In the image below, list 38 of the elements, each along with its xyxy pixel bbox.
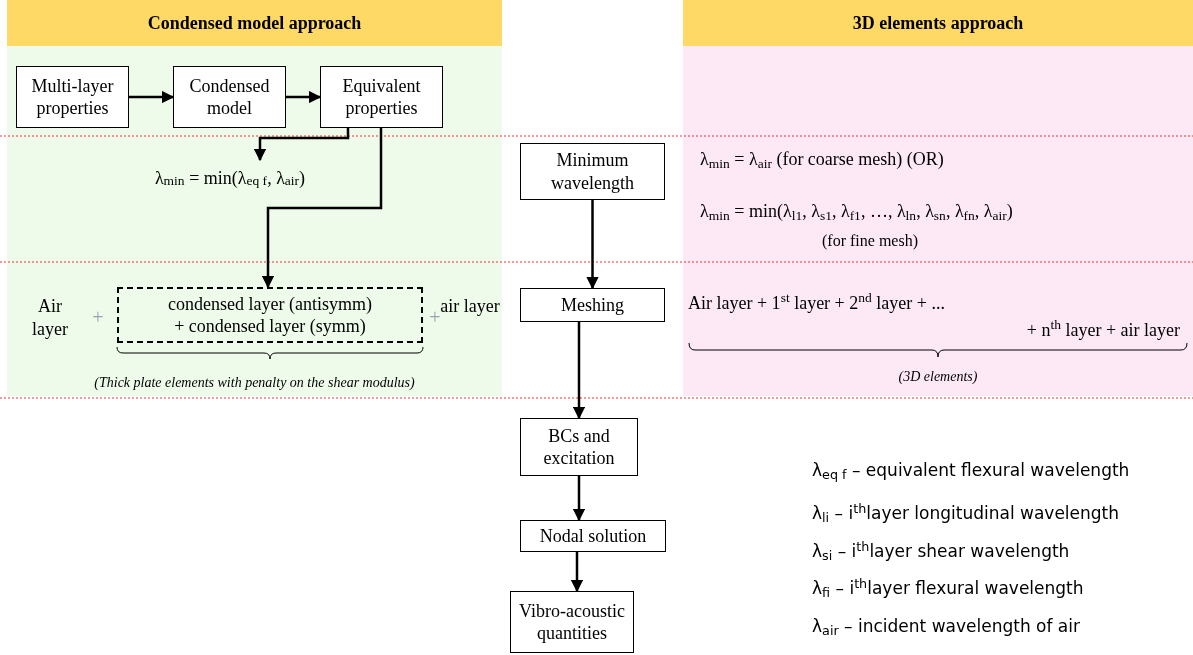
- process-box: Equivalent properties: [320, 66, 443, 128]
- arrow: [570, 552, 584, 593]
- process-box: Meshing: [520, 288, 665, 322]
- process-box: BCs and excitation: [520, 418, 638, 476]
- note-text: λ$_{fi}$ – i$^{th}$layer flexural wavelength: [812, 578, 1085, 600]
- note-text: λ$_{min}$ = λ$_{air}$ (for coarse mesh) (OR): [700, 148, 945, 171]
- dashed-group-box: [117, 287, 423, 343]
- process-box: Nodal solution: [520, 520, 666, 552]
- process-box: Condensed model: [173, 66, 286, 128]
- note-text: λ$_{air}$ – incident wavelength of air: [812, 616, 1081, 638]
- header-band: 3D elements approach: [683, 0, 1193, 46]
- arrow: [586, 200, 599, 290]
- note-text: (3D elements): [897, 368, 979, 386]
- layer-text: + condensed layer (symm): [174, 315, 366, 338]
- note-text: λ$_{si}$ – i$^{th}$layer shear wavelength: [812, 541, 1071, 563]
- note-text: (for fine mesh): [821, 231, 919, 251]
- note-text: + n$^{th}$ layer + air layer: [1025, 319, 1181, 342]
- layer-text: condensed layer (antisymm): [168, 292, 372, 315]
- note-text: Air layer + 1$^{st}$ layer + 2$^{nd}$ layer + ...: [688, 292, 946, 315]
- arrow: [261, 128, 383, 289]
- note-text: λ$_{min}$ = min(λ$_{l1}$, λ$_{s1}$, λ$_{f1}$, …, λ$_{ln}$, λ$_{sn}$, λ$_{fn}$, λ$_{air}$): [700, 200, 1014, 223]
- arrow: [572, 322, 586, 420]
- arrow: [286, 90, 322, 104]
- header-band: Condensed model approach: [7, 0, 502, 46]
- process-box: Minimum wavelength: [520, 143, 665, 200]
- note-text: air layer: [440, 295, 500, 316]
- note-text: +: [91, 305, 105, 330]
- formula: λ$_{min}$ = min(λ$_{eq f}$, λ$_{air}$): [110, 160, 350, 196]
- arrow: [572, 476, 586, 522]
- process-box: Multi-layer properties: [16, 66, 129, 128]
- note-text: λ$_{li}$ – i$^{th}$layer longitudinal wavelength: [812, 503, 1121, 525]
- note-text: λ$_{eq f}$ – equivalent flexural wavelength: [812, 460, 1131, 482]
- note-text: (Thick plate elements with penalty on the shear modulus): [93, 374, 416, 392]
- process-box: Vibro-acoustic quantities: [510, 591, 634, 653]
- note-text: +: [428, 306, 442, 330]
- arrow: [253, 128, 350, 162]
- note-text: Air layer: [31, 295, 69, 340]
- arrow: [129, 90, 175, 104]
